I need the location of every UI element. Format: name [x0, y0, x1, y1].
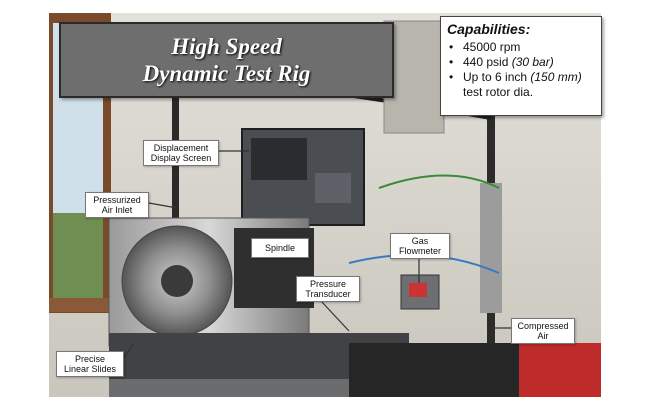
window-grass — [53, 213, 103, 298]
callout-text: Air Inlet — [101, 205, 133, 215]
display-keypad — [315, 173, 351, 203]
callout-gas-flowmeter: Gas Flowmeter — [390, 233, 450, 259]
capability-item: Up to 6 inch (150 mm)test rotor dia. — [447, 70, 595, 100]
callout-text: Pressurized — [93, 195, 141, 205]
display-panel — [251, 138, 307, 180]
capabilities-heading: Capabilities: — [447, 21, 531, 37]
capability-pressure: 440 psid — [463, 55, 512, 69]
callout-text: Displacement — [153, 143, 209, 153]
red-chair — [519, 343, 601, 397]
callout-precise-linear-slides: Precise Linear Slides — [56, 351, 124, 377]
callout-text: Pressure — [309, 279, 346, 289]
capabilities-box: Capabilities: 45000 rpm 440 psid (30 bar… — [440, 16, 602, 116]
leader-pressurized — [148, 202, 178, 209]
callout-spindle: Spindle — [251, 238, 309, 258]
air-filter — [480, 183, 502, 313]
capability-pressure-metric: (30 bar) — [511, 55, 554, 69]
callout-pressure-transducer: Pressure Transducer — [296, 276, 360, 302]
laptop — [349, 343, 549, 397]
leader-pressure — [320, 300, 350, 332]
green-cable — [378, 174, 500, 189]
callout-text: Display Screen — [150, 153, 212, 163]
rotor-hub — [161, 265, 193, 297]
callout-displacement-display-screen: Displacement Display Screen — [143, 140, 219, 166]
capability-rotor-size-metric: (150 mm) — [530, 70, 582, 84]
capability-rotor-size-cont: test rotor dia. — [463, 85, 534, 99]
title-line-2: Dynamic Test Rig — [142, 61, 311, 86]
callout-text: Precise — [74, 354, 105, 364]
window-sill — [49, 298, 119, 312]
capability-rotor-size: Up to 6 inch — [463, 70, 531, 84]
callout-text: Linear Slides — [63, 364, 117, 374]
callout-text: Air — [537, 331, 549, 341]
callout-pressurized-air-inlet: Pressurized Air Inlet — [85, 192, 149, 218]
capabilities-list: 45000 rpm 440 psid (30 bar) Up to 6 inch… — [447, 40, 595, 100]
capability-rpm: 45000 rpm — [463, 40, 521, 54]
callout-compressed-air: Compressed Air — [511, 318, 575, 344]
linear-slides — [109, 379, 349, 397]
callout-text: Spindle — [264, 243, 296, 253]
callout-text: Compressed — [517, 321, 569, 331]
callout-text: Gas — [411, 236, 429, 246]
title-box: High Speed Dynamic Test Rig — [59, 22, 394, 98]
capability-item: 45000 rpm — [447, 40, 595, 55]
title-line-1: High Speed — [171, 34, 282, 59]
flowmeter-display — [409, 283, 427, 297]
capability-item: 440 psid (30 bar) — [447, 55, 595, 70]
callout-text: Flowmeter — [398, 246, 441, 256]
callout-text: Transducer — [305, 289, 351, 299]
